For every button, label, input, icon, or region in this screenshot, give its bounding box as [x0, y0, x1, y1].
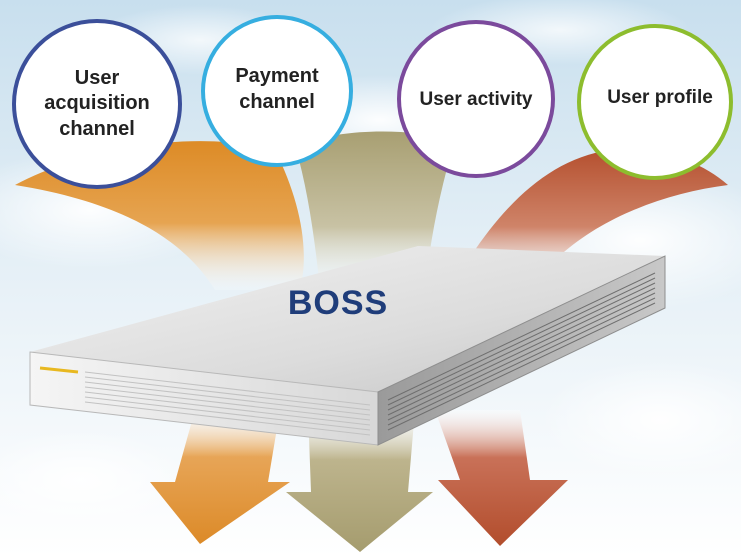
circle-payment-channel	[201, 15, 353, 167]
label-user-profile: User profile	[607, 86, 713, 108]
status-led-bar	[39, 366, 79, 374]
outgoing-arrow-left	[150, 410, 290, 544]
server-side-face	[377, 255, 666, 446]
input-circles	[12, 15, 733, 189]
circle-user-acquisition-channel	[12, 19, 182, 189]
label-payment-channel: Payment channel	[235, 65, 319, 113]
server-top-face	[30, 246, 665, 392]
outgoing-arrow-middle	[286, 410, 433, 552]
circle-user-activity	[397, 20, 555, 178]
boss-server	[29, 246, 666, 446]
label-user-acquisition-channel: User acquisition channel	[44, 66, 150, 140]
boss-title: BOSS	[287, 283, 389, 322]
side-vent	[387, 272, 656, 431]
outgoing-arrow-right	[435, 410, 568, 546]
label-user-activity: User activity	[419, 88, 533, 110]
front-vent	[84, 371, 371, 436]
circle-user-profile	[577, 24, 733, 180]
